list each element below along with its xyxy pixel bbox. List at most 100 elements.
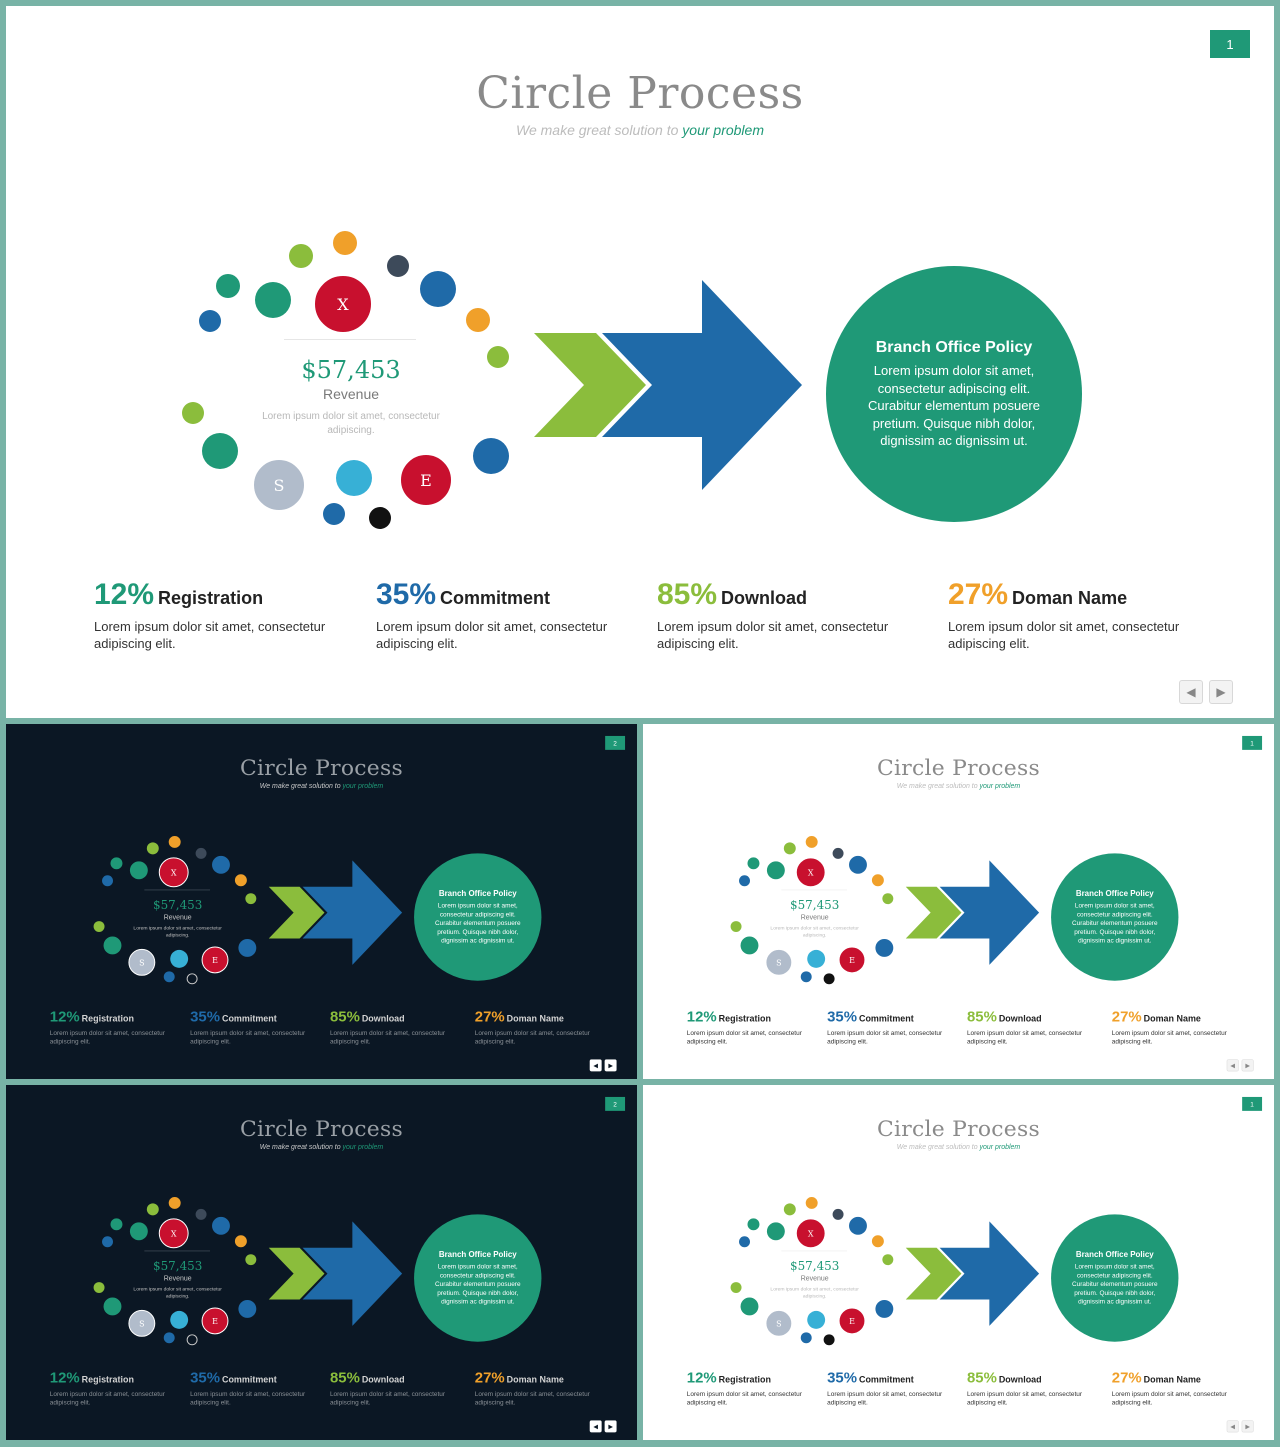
bubble-dot <box>730 921 742 933</box>
bubble-dot <box>800 971 812 983</box>
bubble-dot <box>195 1208 207 1220</box>
prev-slide-button[interactable]: ◀ <box>1226 1420 1239 1433</box>
slide-thumb-dark-2[interactable]: 2 Circle Process We make great solution … <box>6 1085 637 1440</box>
revenue-amount: $57,453 <box>789 1259 840 1274</box>
slide-thumb-light-1[interactable]: 1 Circle Process We make great solution … <box>643 724 1274 1079</box>
stat-label: Doman Name <box>506 1013 564 1024</box>
stat-description: Lorem ipsum dolor sit amet, consectetur … <box>966 1029 1083 1045</box>
stat-percent: 12% <box>49 1008 80 1026</box>
stat-label: Registration <box>718 1374 771 1385</box>
revenue-amount: $57,453 <box>152 1259 203 1274</box>
stat-description: Lorem ipsum dolor sit amet, consectetur … <box>376 619 608 651</box>
bubble-dot <box>766 1222 785 1241</box>
bubble-dot <box>212 1216 230 1235</box>
stat-label: Commitment <box>858 1013 914 1024</box>
bubble-dot <box>849 855 867 874</box>
next-slide-button[interactable]: ▶ <box>1241 1420 1254 1433</box>
bubble-dot <box>805 1196 818 1209</box>
process-arrows <box>268 1221 403 1326</box>
bubble-dot <box>93 1282 105 1294</box>
bubble-dot <box>234 1235 247 1248</box>
stat-commitment: 35%Commitment Lorem ipsum dolor sit amet… <box>190 1009 319 1046</box>
stat-description: Lorem ipsum dolor sit amet, consectetur … <box>1111 1029 1227 1045</box>
slide-number-badge: 2 <box>605 1096 626 1111</box>
subtitle-part-b: your problem <box>342 781 384 790</box>
bubble-dot <box>369 507 391 529</box>
policy-body: Lorem ipsum dolor sit amet, consectetur … <box>434 1262 521 1305</box>
revenue-amount: $57,453 <box>301 356 401 384</box>
stat-domain-name: 27%Doman Name Lorem ipsum dolor sit amet… <box>948 578 1208 652</box>
stat-percent: 35% <box>190 1008 221 1026</box>
bubble-dot <box>882 893 894 905</box>
stat-download: 85%Download Lorem ipsum dolor sit amet, … <box>657 578 917 652</box>
bubble-dot <box>783 842 796 855</box>
green-chevron <box>905 1247 962 1300</box>
slide-content: 1 Circle Process We make great solution … <box>6 6 1274 718</box>
bubble-dot <box>110 857 123 870</box>
stat-description: Lorem ipsum dolor sit amet, consectetur … <box>1111 1390 1227 1406</box>
bubble-dot <box>195 847 207 859</box>
slide-main[interactable]: 1 Circle Process We make great solution … <box>6 6 1274 718</box>
bubble-s: S <box>128 1309 156 1337</box>
revenue-description: Lorem ipsum dolor sit amet, consectetur … <box>770 1286 859 1299</box>
next-slide-button[interactable]: ▶ <box>1209 680 1233 704</box>
stat-download: 85%Download Lorem ipsum dolor sit amet, … <box>967 1370 1096 1407</box>
blue-arrow <box>602 280 802 490</box>
bubble-dot <box>747 1218 760 1231</box>
slide-title: Circle Process <box>877 1115 1040 1142</box>
prev-slide-button[interactable]: ◀ <box>589 1059 602 1072</box>
next-slide-button[interactable]: ▶ <box>604 1059 617 1072</box>
bubble-dot <box>186 973 198 985</box>
process-arrows <box>905 1221 1040 1326</box>
subtitle-part-a: We make great solution to <box>516 122 679 138</box>
bubble-dot <box>289 244 313 268</box>
bubble-x: X <box>795 857 826 888</box>
slide-number-badge: 2 <box>605 735 626 750</box>
revenue-amount: $57,453 <box>152 898 203 913</box>
bubble-dot <box>103 1297 122 1316</box>
policy-title: Branch Office Policy <box>1075 889 1154 899</box>
bubble-dot <box>102 1236 113 1248</box>
bubble-dot <box>255 282 291 318</box>
bubble-dot <box>747 857 760 870</box>
stat-label: Commitment <box>221 1013 277 1024</box>
slide-content: 1 Circle Process We make great solution … <box>643 724 1274 1078</box>
bubble-x: X <box>158 1218 189 1249</box>
next-slide-button[interactable]: ▶ <box>604 1420 617 1433</box>
stat-label: Registration <box>718 1013 771 1024</box>
stat-commitment: 35%Commitment Lorem ipsum dolor sit amet… <box>827 1009 956 1046</box>
bubble-dot <box>170 1310 189 1329</box>
policy-title: Branch Office Policy <box>875 339 1033 356</box>
bubble-dot <box>740 1297 759 1316</box>
bubble-s: S <box>252 458 306 512</box>
stat-label: Registration <box>81 1374 134 1385</box>
prev-slide-button[interactable]: ◀ <box>1226 1059 1239 1072</box>
stat-percent: 85% <box>657 578 718 611</box>
bubble-dot <box>730 1282 742 1294</box>
stat-domain-name: 27%Doman Name Lorem ipsum dolor sit amet… <box>1112 1370 1241 1407</box>
stat-percent: 35% <box>827 1008 858 1026</box>
prev-slide-button[interactable]: ◀ <box>1179 680 1203 704</box>
bubble-dot <box>238 1299 257 1318</box>
slide-thumb-dark-1[interactable]: 2 Circle Process We make great solution … <box>6 724 637 1079</box>
stat-label: Doman Name <box>1143 1013 1201 1024</box>
policy-body: Lorem ipsum dolor sit amet, consectetur … <box>1071 901 1158 944</box>
bubble-e: E <box>201 946 229 974</box>
bubble-dot <box>805 835 818 848</box>
revenue-description: Lorem ipsum dolor sit amet, consectetur … <box>133 1286 222 1299</box>
bubble-dot <box>823 1334 835 1346</box>
bubble-dot <box>234 874 247 887</box>
blue-arrow <box>302 1221 403 1326</box>
stat-description: Lorem ipsum dolor sit amet, consectetur … <box>190 1029 306 1045</box>
stat-domain-name: 27%Doman Name Lorem ipsum dolor sit amet… <box>475 1009 604 1046</box>
bubble-s: S <box>765 948 793 976</box>
prev-slide-button[interactable]: ◀ <box>589 1420 602 1433</box>
slide-thumb-light-2[interactable]: 1 Circle Process We make great solution … <box>643 1085 1274 1440</box>
bubble-x: X <box>158 857 189 888</box>
stat-commitment: 35%Commitment Lorem ipsum dolor sit amet… <box>376 578 636 652</box>
slide-number-badge: 1 <box>1210 30 1250 58</box>
next-slide-button[interactable]: ▶ <box>1241 1059 1254 1072</box>
stat-label: Download <box>361 1013 405 1024</box>
policy-title: Branch Office Policy <box>438 1250 517 1260</box>
stat-description: Lorem ipsum dolor sit amet, consectetur … <box>966 1390 1083 1406</box>
